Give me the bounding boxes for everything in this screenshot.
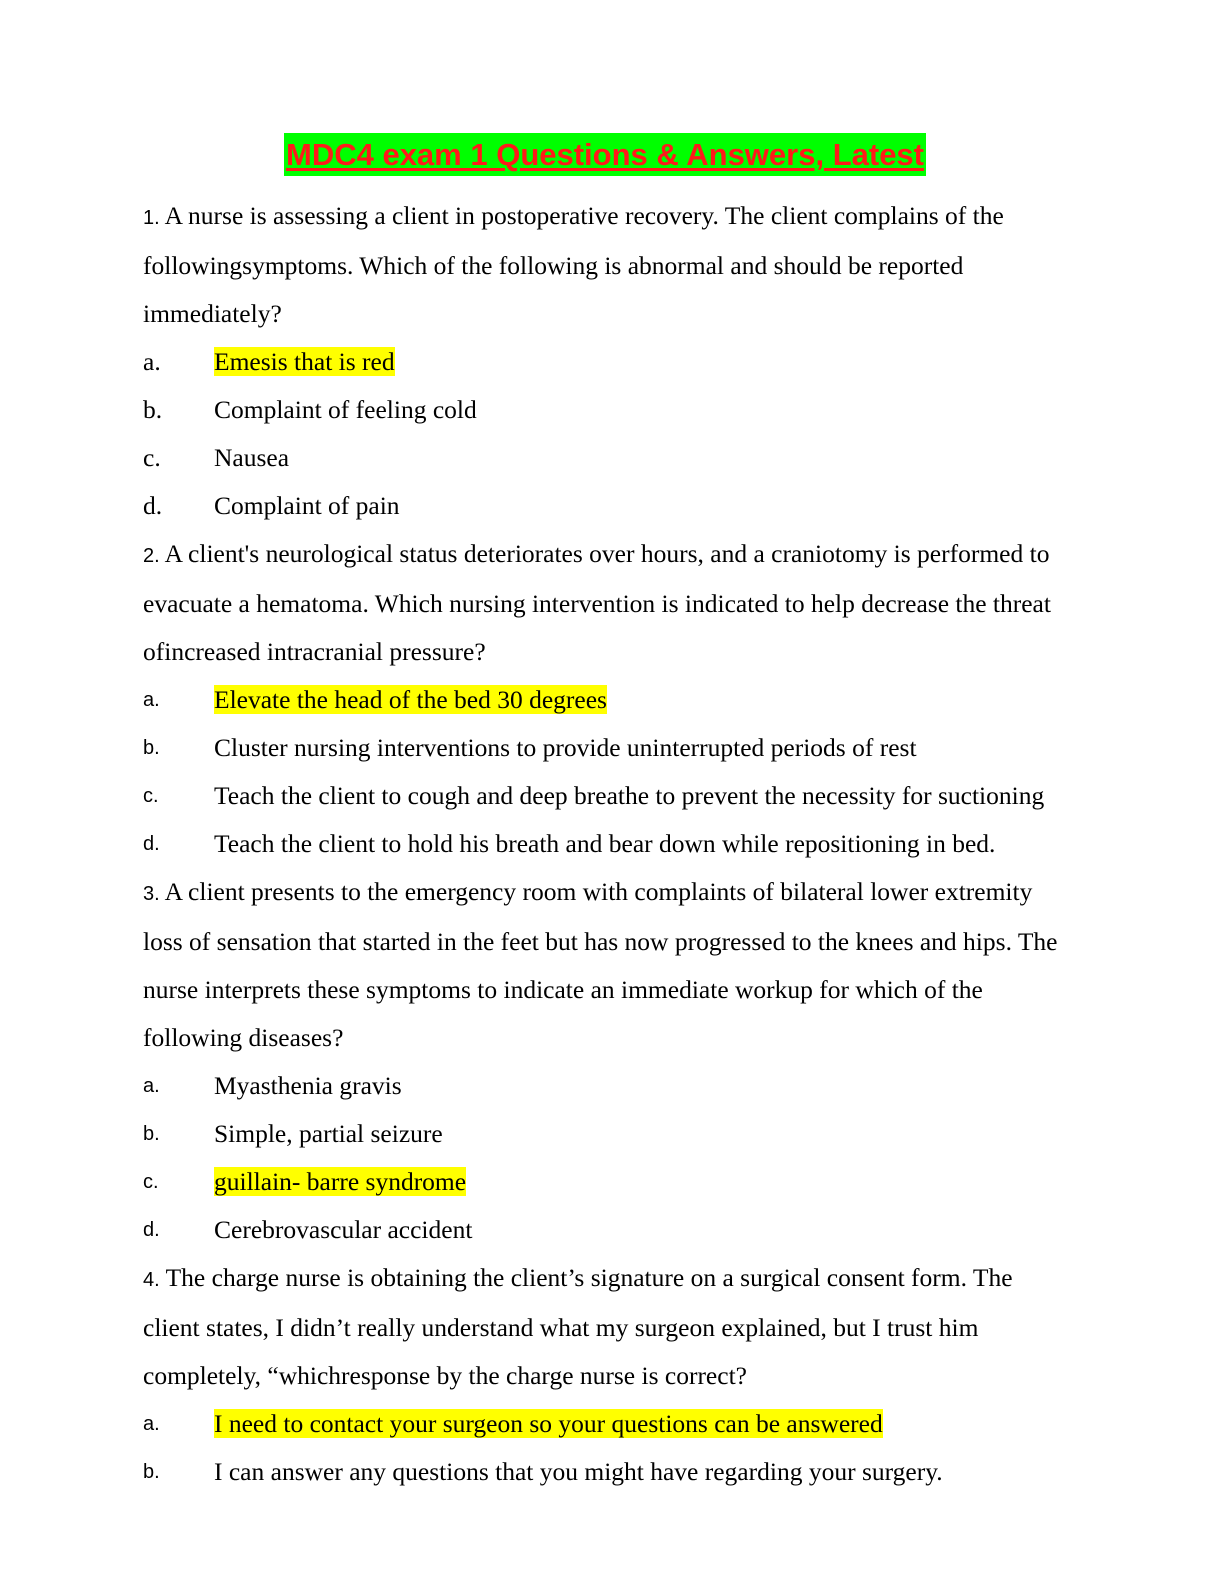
option-letter: a. (143, 1075, 160, 1097)
option-letter: d. (143, 1219, 160, 1241)
question-stem: A client presents to the emergency room … (143, 877, 1058, 1052)
correct-answer-highlight: Elevate the head of the bed 30 degrees (214, 685, 607, 714)
question-1: 1. A nurse is assessing a client in post… (143, 192, 1073, 530)
option-a: a. Emesis that is red (143, 338, 1073, 386)
question-number: 3. (143, 883, 160, 905)
question-3: 3. A client presents to the emergency ro… (143, 868, 1073, 1254)
question-text: 2. A client's neurological status deteri… (143, 530, 1073, 676)
option-letter: b. (143, 1123, 160, 1145)
question-stem: The charge nurse is obtaining the client… (143, 1263, 1013, 1390)
option-a: a. Myasthenia gravis (143, 1062, 1073, 1110)
question-text: 4. The charge nurse is obtaining the cli… (143, 1254, 1073, 1400)
correct-answer-highlight: guillain- barre syndrome (214, 1167, 467, 1196)
option-text: Nausea (214, 443, 290, 472)
correct-answer-highlight: Emesis that is red (214, 347, 395, 376)
question-number: 1. (143, 207, 160, 229)
option-letter: c. (143, 785, 159, 807)
option-c: c. Teach the client to cough and deep br… (143, 772, 1073, 820)
question-2: 2. A client's neurological status deteri… (143, 530, 1073, 868)
question-4: 4. The charge nurse is obtaining the cli… (143, 1254, 1073, 1496)
option-text: Teach the client to cough and deep breat… (214, 781, 1045, 810)
option-b: b. Complaint of feeling cold (143, 386, 1073, 434)
option-c: c. guillain- barre syndrome (143, 1158, 1073, 1206)
option-text: Myasthenia gravis (214, 1071, 402, 1100)
question-stem: A client's neurological status deteriora… (143, 539, 1051, 666)
option-b: b. Cluster nursing interventions to prov… (143, 724, 1073, 772)
question-number: 2. (143, 545, 160, 567)
option-text: Complaint of pain (214, 491, 400, 520)
option-letter: a. (143, 689, 160, 711)
option-a: a. I need to contact your surgeon so you… (143, 1400, 1073, 1448)
option-d: d. Teach the client to hold his breath a… (143, 820, 1073, 868)
option-text: Cluster nursing interventions to provide… (214, 733, 917, 762)
option-letter: c. (143, 443, 161, 472)
option-letter: a. (143, 1413, 160, 1435)
option-letter: a. (143, 347, 161, 376)
option-c: c. Nausea (143, 434, 1073, 482)
option-text: Simple, partial seizure (214, 1119, 443, 1148)
option-letter: b. (143, 395, 163, 424)
option-letter: d. (143, 491, 163, 520)
option-letter: d. (143, 833, 160, 855)
question-stem: A nurse is assessing a client in postope… (143, 201, 1004, 328)
option-letter: b. (143, 1461, 160, 1483)
question-number: 4. (143, 1269, 160, 1291)
document-title: MDC4 exam 1 Questions & Answers, Latest (284, 133, 926, 176)
option-text: I can answer any questions that you migh… (214, 1457, 943, 1486)
option-d: d. Cerebrovascular accident (143, 1206, 1073, 1254)
option-text: Teach the client to hold his breath and … (214, 829, 996, 858)
option-d: d. Complaint of pain (143, 482, 1073, 530)
correct-answer-highlight: I need to contact your surgeon so your q… (214, 1409, 883, 1438)
option-text: Cerebrovascular accident (214, 1215, 473, 1244)
option-b: b. I can answer any questions that you m… (143, 1448, 1073, 1496)
question-text: 1. A nurse is assessing a client in post… (143, 192, 1073, 338)
option-letter: b. (143, 737, 160, 759)
title-container: MDC4 exam 1 Questions & Answers, Latest (137, 133, 1073, 179)
question-text: 3. A client presents to the emergency ro… (143, 868, 1073, 1062)
document-page: MDC4 exam 1 Questions & Answers, Latest … (143, 133, 1073, 1496)
option-text: Complaint of feeling cold (214, 395, 477, 424)
option-letter: c. (143, 1171, 159, 1193)
option-b: b. Simple, partial seizure (143, 1110, 1073, 1158)
option-a: a. Elevate the head of the bed 30 degree… (143, 676, 1073, 724)
